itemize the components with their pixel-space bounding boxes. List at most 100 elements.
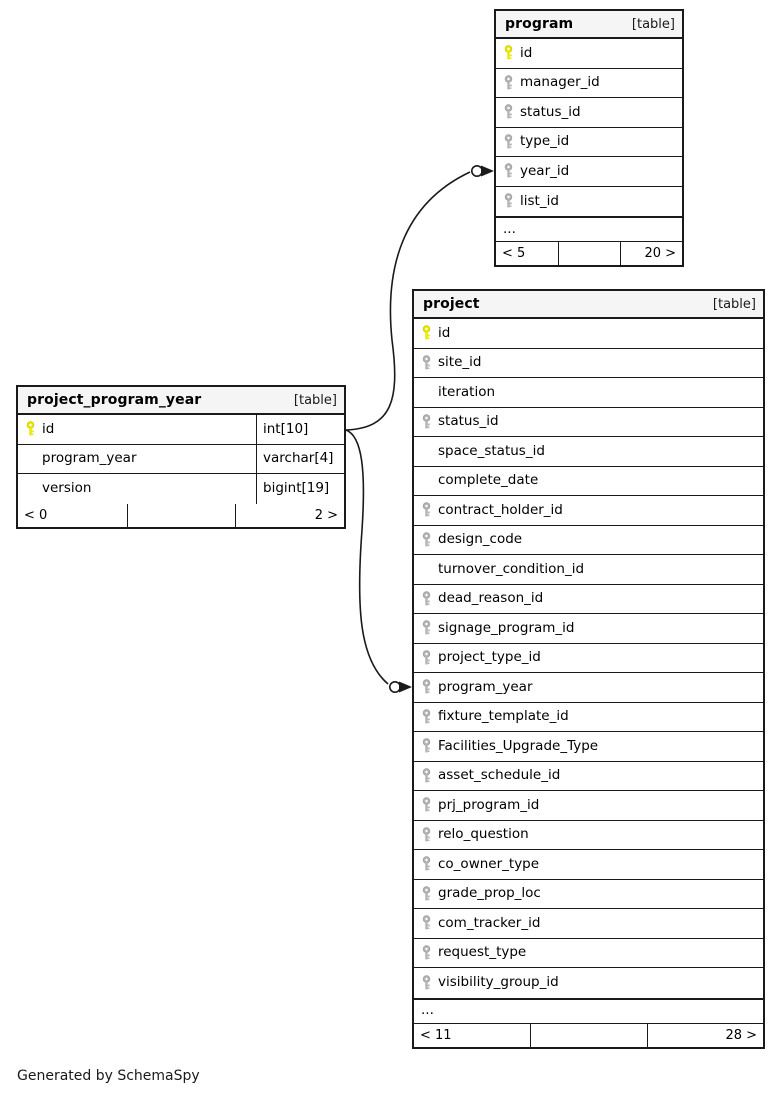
column-name: status_id (438, 413, 499, 429)
column-name: request_type (438, 944, 527, 960)
table-row[interactable]: co_owner_type (414, 850, 763, 880)
table-row[interactable]: site_id (414, 348, 763, 378)
table-program-header: program [table] (496, 11, 682, 39)
column-name: iteration (438, 384, 496, 400)
table-program-more-indicator: ... (496, 216, 682, 242)
table-row[interactable]: space_status_id (414, 437, 763, 467)
table-row[interactable]: design_code (414, 525, 763, 555)
outgoing-relationship-count: 20 > (620, 242, 682, 265)
column-name: status_id (520, 104, 581, 120)
table-row[interactable]: type_id (496, 127, 682, 157)
table-program-columns: id manager_id (496, 39, 682, 216)
column-name: id (438, 325, 451, 341)
column-name: list_id (520, 193, 559, 209)
foreign-key-icon (422, 856, 431, 871)
column-type: int[10] (256, 415, 344, 444)
outgoing-relationship-count: 2 > (235, 503, 344, 527)
column-name: version (42, 480, 92, 496)
table-row[interactable]: project_type_id (414, 643, 763, 673)
table-row[interactable]: dead_reason_id (414, 584, 763, 614)
column-name: project_type_id (438, 649, 541, 665)
table-project-title: project (423, 296, 480, 312)
table-row[interactable]: status_id (414, 407, 763, 437)
foreign-key-icon (422, 502, 431, 517)
table-project[interactable]: project [table] id site_id iteration status… (412, 289, 765, 1049)
foreign-key-icon (422, 708, 431, 724)
table-row[interactable]: id int[10] (18, 415, 344, 445)
table-row[interactable]: grade_prop_loc (414, 879, 763, 909)
table-row[interactable]: signage_program_id (414, 614, 763, 644)
column-name: program_year (42, 450, 137, 466)
table-row[interactable]: year_id (496, 157, 682, 187)
table-program-title: program (505, 16, 574, 32)
column-name: complete_date (438, 472, 539, 488)
foreign-key-icon (504, 104, 513, 119)
column-name: visibility_group_id (438, 974, 559, 990)
foreign-key-icon (504, 193, 513, 208)
table-row[interactable]: complete_date (414, 466, 763, 496)
generated-by-caption: Generated by SchemaSpy (17, 1068, 200, 1084)
table-project-more-indicator: ... (414, 997, 763, 1024)
table-project-tag: [table] (712, 296, 756, 312)
column-name: id (520, 45, 533, 61)
table-row[interactable]: list_id (496, 186, 682, 216)
column-name: year_id (520, 163, 570, 179)
table-row[interactable]: request_type (414, 938, 763, 968)
table-row[interactable]: manager_id (496, 68, 682, 98)
foreign-key-icon (422, 679, 431, 694)
table-project-program-year-tag: [table] (293, 392, 337, 408)
table-row[interactable]: asset_schedule_id (414, 761, 763, 791)
table-row[interactable]: id (496, 39, 682, 69)
primary-key-icon (422, 325, 431, 340)
footer-middle-cell (558, 242, 620, 265)
foreign-key-icon (422, 915, 431, 930)
foreign-key-icon (422, 590, 431, 606)
table-row[interactable]: relo_question (414, 820, 763, 850)
column-type: bigint[19] (256, 474, 344, 504)
table-row[interactable]: fixture_template_id (414, 702, 763, 732)
column-name: turnover_condition_id (438, 561, 585, 577)
table-project-columns: id site_id iteration status_id space_status_… (414, 319, 763, 998)
table-row[interactable]: version bigint[19] (18, 474, 344, 504)
table-row[interactable]: com_tracker_id (414, 909, 763, 939)
table-row[interactable]: turnover_condition_id (414, 555, 763, 585)
table-row[interactable]: program_year (414, 673, 763, 703)
table-program-footer: < 5 20 > (496, 242, 682, 265)
column-name: co_owner_type (438, 856, 540, 872)
column-name: design_code (438, 531, 523, 547)
foreign-key-icon (422, 826, 431, 842)
column-name: fixture_template_id (438, 708, 569, 724)
foreign-key-icon (422, 767, 431, 783)
column-name: id (42, 421, 55, 437)
foreign-key-icon (422, 738, 431, 753)
footer-middle-cell (530, 1023, 646, 1047)
table-project-program-year-footer: < 0 2 > (18, 503, 344, 527)
column-name: prj_program_id (438, 797, 540, 813)
footer-middle-cell (126, 503, 236, 527)
column-name: grade_prop_loc (438, 885, 541, 901)
incoming-relationship-count: < 11 (420, 1027, 452, 1043)
column-name: type_id (520, 133, 570, 149)
table-row[interactable]: prj_program_id (414, 791, 763, 821)
foreign-key-icon (422, 944, 431, 960)
table-row[interactable]: visibility_group_id (414, 968, 763, 998)
incoming-relationship-count: < 0 (24, 507, 48, 523)
foreign-key-icon (422, 413, 431, 429)
primary-key-icon (26, 421, 35, 436)
table-row[interactable]: status_id (496, 98, 682, 128)
table-row[interactable]: id (414, 319, 763, 349)
column-name: signage_program_id (438, 620, 575, 636)
relationship-edge-project-program-year (345, 429, 412, 693)
table-project-footer: < 11 28 > (414, 1023, 763, 1047)
column-name: dead_reason_id (438, 590, 544, 606)
foreign-key-icon (422, 974, 431, 990)
table-row[interactable]: contract_holder_id (414, 496, 763, 526)
table-program[interactable]: program [table] id (494, 9, 684, 267)
table-row[interactable]: iteration (414, 378, 763, 408)
table-program-tag: [table] (631, 16, 675, 32)
table-row[interactable]: Facilities_Upgrade_Type (414, 732, 763, 762)
foreign-key-icon (422, 797, 431, 812)
